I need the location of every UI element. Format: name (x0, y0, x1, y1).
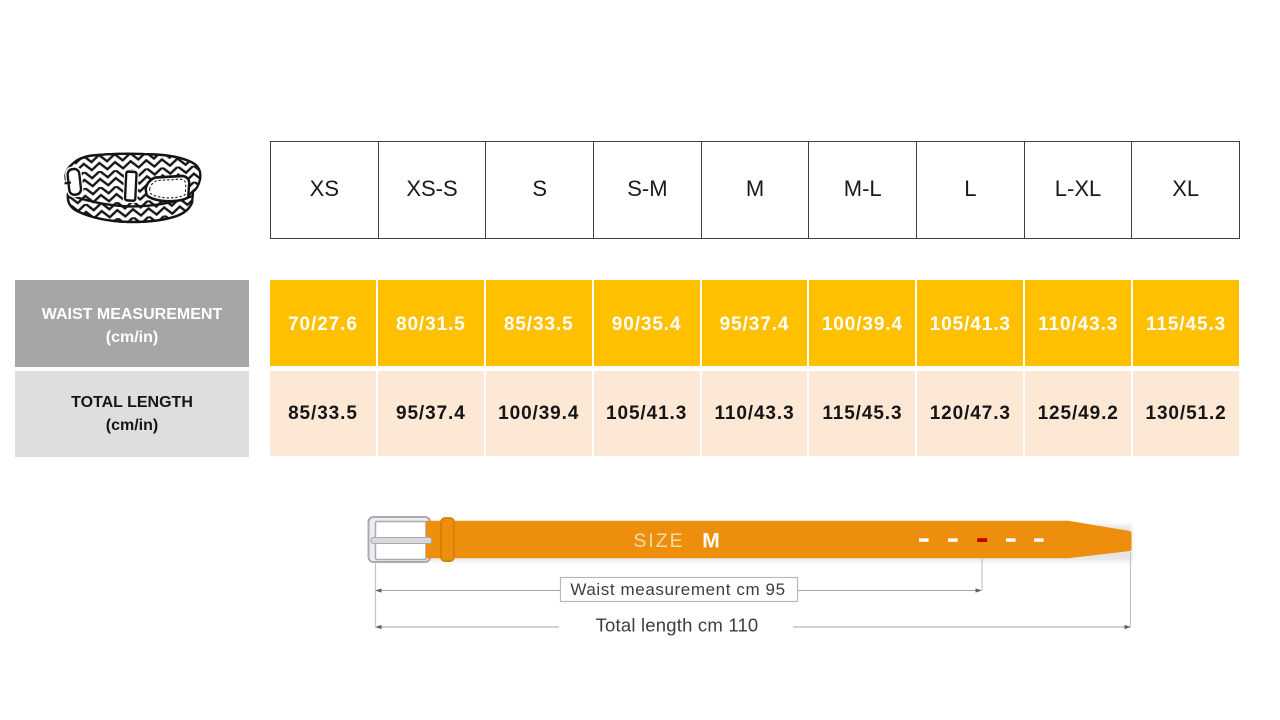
svg-text:Waist measurement cm 95: Waist measurement cm 95 (570, 580, 785, 599)
svg-text:SIZE: SIZE (633, 530, 684, 552)
svg-text:Total length cm 110: Total length cm 110 (596, 615, 759, 636)
svg-text:M: M (702, 530, 720, 553)
